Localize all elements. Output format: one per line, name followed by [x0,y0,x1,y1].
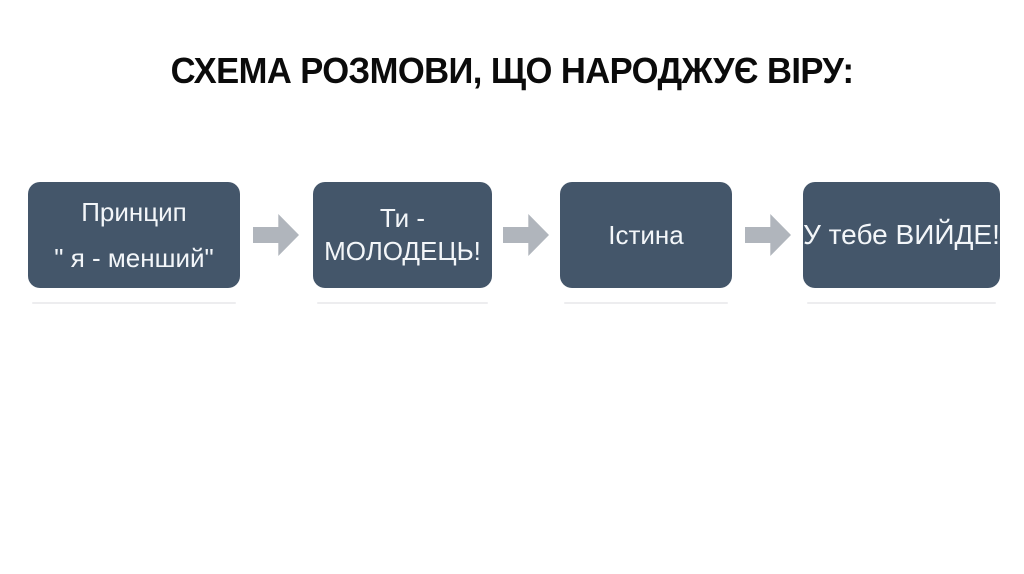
slide-title: СХЕМА РОЗМОВИ, ЩО НАРОДЖУЄ ВІРУ: [170,50,854,91]
right-block-arrow-icon [253,214,299,256]
flow-step-2-line-2: МОЛОДЕЦЬ! [324,236,481,266]
right-block-arrow-icon [745,214,791,256]
flow-step-1-line-1: Принцип [81,197,187,227]
right-block-arrow-icon [503,214,549,256]
flow-step-3-line-1: Істина [608,220,684,250]
flow-step-4-line-1: У тебе ВИЙДЕ! [803,219,1000,250]
flow-step-2: Ти - МОЛОДЕЦЬ! [313,182,492,304]
flow-step-1: Принцип " я - менший" [28,182,240,304]
flow-step-4: У тебе ВИЙДЕ! [803,182,1000,304]
flow-step-3: Істина [560,182,732,304]
flow-step-2-line-1: Ти - [379,203,426,233]
flow-step-1-line-2: " я - менший" [54,243,214,273]
